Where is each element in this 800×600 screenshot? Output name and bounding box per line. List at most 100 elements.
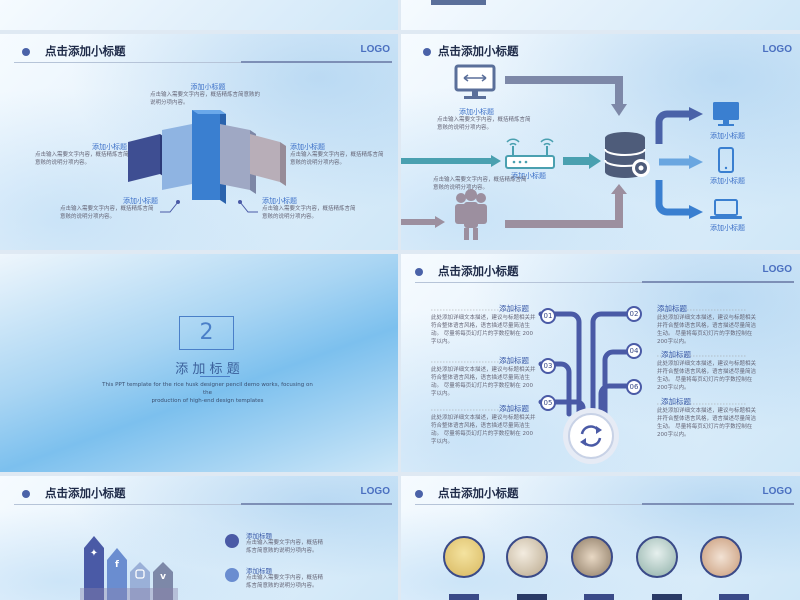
bullet-2-desc: 点击输入需要文字内容，概括精炼言简意赅的说明分项内容。 — [246, 575, 324, 589]
slide-network-flow[interactable]: 点击添加小标题 LOGO — [401, 34, 800, 250]
desktop-icon — [713, 102, 739, 126]
node-03: 03 — [540, 358, 556, 374]
slide-title: 点击添加小标题 — [45, 486, 126, 500]
slide-social-arrows[interactable]: 点击添加小标题 LOGO ✦ f v 添加标题 点击输入需要文字内容，概括精炼言… — [0, 476, 398, 600]
logo: LOGO — [762, 44, 792, 55]
laptop-label: 添加小标题 — [710, 224, 745, 232]
slide-header: 点击添加小标题 LOGO — [0, 34, 398, 68]
header-dot — [22, 490, 30, 498]
header-dot — [415, 268, 423, 276]
tree-left-2-text2: 尽量将每页幻灯片的字数控制在 200字以内。 — [431, 383, 534, 397]
node-01: 01 — [540, 308, 556, 324]
tree-left-1-title: 添加标题 — [499, 304, 529, 313]
section-desc: This PPT template for the rice husk desi… — [100, 381, 315, 405]
tree-left-3-title: 添加标题 — [499, 404, 529, 413]
users-desc: 点击输入需要文字内容，概括精炼言简意赅的说明分项内容。 — [433, 177, 527, 191]
label-right-title: 添加小标题 — [290, 143, 325, 151]
connector-lines — [160, 200, 258, 213]
instagram-icon — [135, 569, 145, 579]
dotted-guides — [431, 309, 746, 411]
label-top-title: 添加小标题 — [190, 83, 226, 91]
photo-1 — [443, 536, 485, 578]
slide-title: 点击添加小标题 — [438, 264, 519, 278]
logo: LOGO — [762, 264, 792, 275]
tree-left-2-title: 添加标题 — [499, 356, 529, 365]
header-dot — [423, 48, 431, 56]
slide-section-divider[interactable]: 2 添 加 标 题 This PPT template for the rice… — [0, 254, 398, 472]
section-title: 添 加 标 题 — [175, 362, 240, 377]
tree-right-2-desc: 此处添加详细文本描述，建议与标题相关并符合整体语言风格，语言描述尽量简洁生动。 … — [657, 360, 757, 392]
instagram-arrow — [130, 562, 150, 600]
tab-4 — [651, 594, 682, 600]
social-arrows-graphic: ✦ f v — [80, 536, 178, 600]
output-arrow-up — [655, 110, 691, 144]
tree-right-2-text2: 尽量将每页幻灯片的字数控制在 200字以内。 — [657, 377, 753, 391]
router-label: 添加小标题 — [511, 172, 546, 180]
label-bl-desc: 点击输入需要文字内容，概括精炼言简意赅的说明分项内容。 — [60, 206, 154, 220]
tab-3 — [584, 594, 614, 600]
label-top: 添加小标题 — [168, 82, 248, 92]
users-icon — [455, 189, 487, 240]
node-04: 04 — [626, 343, 642, 359]
router-icon — [505, 138, 555, 169]
twitter-icon: ✦ — [90, 548, 98, 559]
phone-label: 添加小标题 — [710, 177, 745, 185]
tree-left-1-desc: 此处添加详细文本描述，建议与标题相关并符合整体语言风格，语言描述尽量简洁生动。 … — [431, 314, 536, 346]
tree-left-3-text2: 尽量将每页幻灯片的字数控制在 200字以内。 — [431, 431, 534, 445]
slide-tree-hub[interactable]: 点击添加小标题 LOGO 01 02 03 04 05 06 添加标题 — [401, 254, 800, 472]
tree-left-3-desc: 此处添加详细文本描述，建议与标题相关并符合整体语言风格，语言描述尽量简洁生动。 … — [431, 414, 536, 446]
slide-3d-bars[interactable]: 点击添加小标题 LOGO 添加小标题 点击输入需要文字内容，概括精炼言简意赅的说… — [0, 34, 398, 250]
node-02: 02 — [626, 306, 642, 322]
phone-icon — [718, 147, 734, 173]
tree-right-3-text2: 尽量将每页幻灯片的字数控制在 200字以内。 — [657, 424, 753, 438]
node-06: 06 — [626, 379, 642, 395]
slide-strip-right — [401, 0, 800, 30]
slide-header: 点击添加小标题 LOGO — [401, 476, 800, 510]
node-06-num: 06 — [629, 383, 639, 391]
node-05-num: 05 — [543, 399, 553, 407]
tree-right-3-text: 此处添加详细文本描述，建议与标题相关并符合整体语言风格，语言描述尽量简洁生动。 — [657, 408, 757, 430]
tree-left-3-text: 此处添加详细文本描述，建议与标题相关并符合整体语言风格，语言描述尽量简洁生动。 — [431, 415, 536, 437]
tree-right-1-text: 此处添加详细文本描述，建议与标题相关并符合整体语言风格，语言描述尽量简洁生动。 — [657, 315, 757, 337]
section-number: 2 — [199, 320, 214, 345]
section-desc-line1: This PPT template for the rice husk desi… — [102, 382, 313, 396]
label-bl-title: 添加小标题 — [123, 197, 158, 205]
bar-5 — [250, 134, 286, 186]
photo-3 — [571, 536, 613, 578]
header-rule — [14, 503, 392, 505]
tree-right-1-text2: 尽量将每页幻灯片的字数控制在 200字以内。 — [657, 331, 753, 345]
node-01-num: 01 — [543, 312, 553, 320]
slide-title: 点击添加小标题 — [438, 486, 519, 500]
header-dot — [22, 48, 30, 56]
label-left-title: 添加小标题 — [92, 143, 127, 151]
label-br-title: 添加小标题 — [262, 197, 297, 205]
bullet-1 — [225, 534, 239, 548]
arrow-top — [505, 76, 623, 104]
bar-1 — [128, 134, 166, 182]
slide-title: 点击添加小标题 — [45, 44, 126, 58]
slide-header: 点击添加小标题 LOGO — [401, 34, 800, 68]
node-04-num: 04 — [629, 347, 639, 355]
tree-right-2-title: 添加标题 — [661, 350, 691, 359]
output-arrow-down — [655, 180, 691, 216]
photo-4 — [636, 536, 678, 578]
header-rule — [14, 61, 392, 63]
logo: LOGO — [360, 486, 390, 497]
photo-5 — [700, 536, 742, 578]
vimeo-arrow — [153, 562, 173, 600]
logo: LOGO — [762, 486, 792, 497]
tree-right-2-text: 此处添加详细文本描述，建议与标题相关并符合整体语言风格，语言描述尽量简洁生动。 — [657, 361, 757, 383]
vimeo-icon: v — [160, 572, 166, 582]
label-br-desc: 点击输入需要文字内容，概括精炼言简意赅的说明分项内容。 — [262, 206, 356, 220]
tab-2 — [516, 594, 547, 600]
logo: LOGO — [360, 44, 390, 55]
strip-shape — [431, 0, 486, 5]
photo-tabs — [449, 594, 749, 600]
bars-graphic — [128, 110, 286, 213]
slide-photo-circles[interactable]: 点击添加小标题 LOGO — [401, 476, 800, 600]
tree-right-1-desc: 此处添加详细文本描述，建议与标题相关并符合整体语言风格，语言描述尽量简洁生动。 … — [657, 314, 757, 346]
label-left-desc: 点击输入需要文字内容，概括精炼言简意赅的说明分项内容。 — [35, 152, 129, 166]
facebook-arrow — [107, 548, 127, 600]
label-top-desc: 点击输入需要文字内容，概括精炼言简意赅的说明分项内容。 — [150, 92, 261, 106]
tree-right-3-desc: 此处添加详细文本描述，建议与标题相关并符合整体语言风格，语言描述尽量简洁生动。 … — [657, 407, 757, 439]
